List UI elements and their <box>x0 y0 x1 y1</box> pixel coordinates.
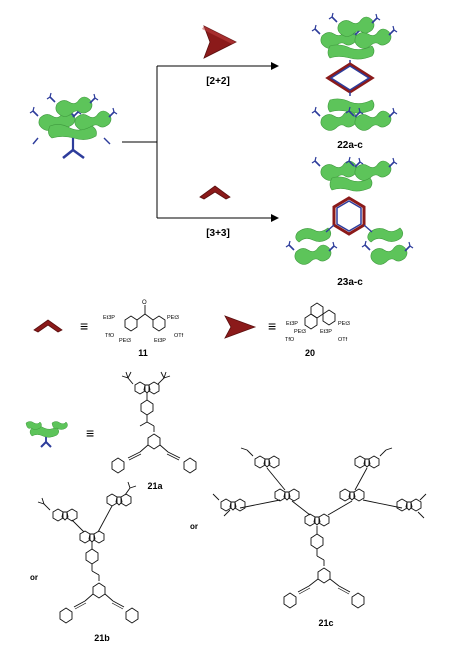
pt20-ligand-6: OTf <box>338 337 348 343</box>
pt20-ligand-3: TfO <box>285 337 295 343</box>
pt20-ligand-2: PEt3 <box>294 329 306 335</box>
product-23-label: 23a-c <box>337 277 363 288</box>
compound-20-label: 20 <box>305 348 315 358</box>
ketone-oxygen: O <box>142 300 147 306</box>
linker-60-icon <box>202 25 237 59</box>
equiv-symbol-21: ≡ <box>86 425 94 441</box>
reaction-arrows <box>122 62 279 222</box>
pt-ligand-1: Et3P <box>103 315 115 321</box>
legend-linker-11: ≡ O Et3P TfO PEt3 PEt3 OTf Et3P <box>33 300 184 344</box>
legend-dendron-icon: ≡ <box>25 421 94 448</box>
pt-ligand-3: PEt3 <box>119 338 131 344</box>
product-22-label: 22a-c <box>337 140 363 151</box>
compound-21a-structure <box>111 371 197 474</box>
legend-linker-20: ≡ Et3P PEt3 TfO Et3P PEt3 OTf <box>224 302 350 343</box>
pt20-ligand-4: Et3P <box>320 329 332 335</box>
pt-ligand-6: Et3P <box>154 338 166 344</box>
condition-2plus2: [2+2] <box>206 76 230 87</box>
pt20-ligand-1: Et3P <box>286 321 298 327</box>
product-22-rhomboid <box>311 12 398 132</box>
pt-ligand-2: TfO <box>105 333 115 339</box>
or-label-1: or <box>30 573 38 582</box>
pt-ligand-5: OTf <box>174 333 184 339</box>
compound-21a-label: 21a <box>147 481 163 491</box>
compound-21b-structure <box>37 481 139 624</box>
compound-11-label: 11 <box>138 348 148 358</box>
compound-21c-label: 21c <box>318 618 333 628</box>
starting-dendron <box>29 92 118 160</box>
condition-3plus3: [3+3] <box>206 228 230 239</box>
compound-21c-structure <box>212 447 427 609</box>
compound-21b-label: 21b <box>94 633 110 643</box>
equiv-symbol-11: ≡ <box>80 318 88 334</box>
equiv-symbol-20: ≡ <box>268 318 276 334</box>
product-23-hexagon <box>285 156 414 266</box>
linker-120-icon <box>199 185 231 200</box>
pt20-ligand-5: PEt3 <box>338 321 350 327</box>
pt-ligand-4: PEt3 <box>167 315 179 321</box>
or-label-2: or <box>190 522 198 531</box>
